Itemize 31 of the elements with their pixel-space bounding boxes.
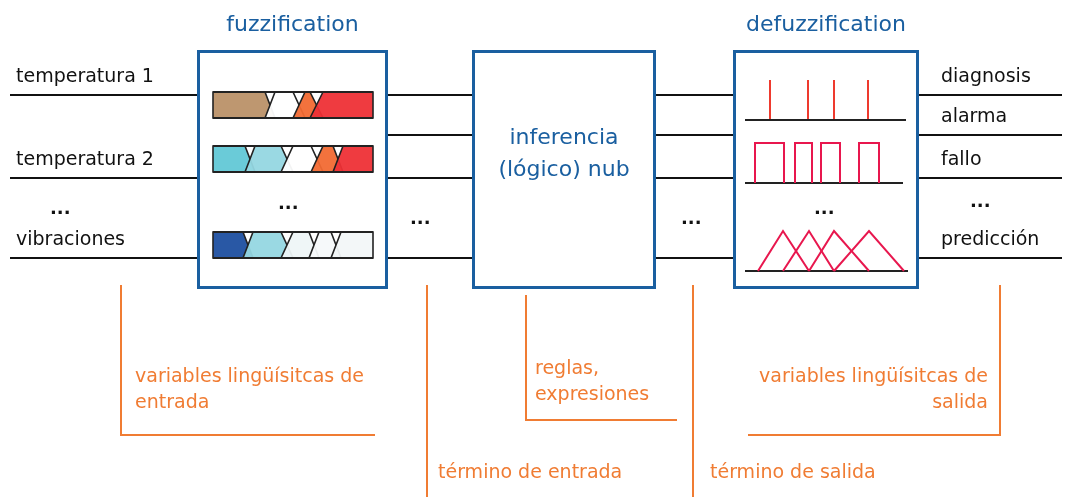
annotation-text: término de entrada [438,459,623,484]
connector-line [9,177,198,179]
connector-line [387,257,473,259]
connector-line [9,94,198,96]
connector-line [387,177,473,179]
connector-line [387,94,473,96]
connector-line [655,177,734,179]
ellipsis: ... [681,206,702,230]
connector-line [918,257,1063,259]
box-heading: fuzzification [225,11,360,36]
annotation-text: reglas, expresiones [535,355,651,406]
ellipsis: ... [278,191,299,215]
ellipsis: ... [970,189,991,213]
connector-line [655,257,734,259]
annotation-text: término de salida [710,459,876,484]
process-box [472,50,656,289]
ellipsis: ... [410,206,431,230]
connector-line [655,94,734,96]
box-heading: defuzzification [745,11,907,36]
connector-line [918,94,1063,96]
ellipsis: ... [50,196,71,220]
connector-line [918,134,1063,136]
connector-line [655,134,734,136]
box-text: inferencia (lógico) nub [497,123,631,183]
connector-line [918,177,1063,179]
connector-line [387,134,473,136]
annotation-text: variables lingüísitcas de entrada [135,363,365,414]
edge-label: diagnosis [939,64,1033,86]
connector-line [9,257,198,259]
ellipsis: ... [814,196,835,220]
annotation-text: variables lingüísitcas de salida [758,363,988,414]
